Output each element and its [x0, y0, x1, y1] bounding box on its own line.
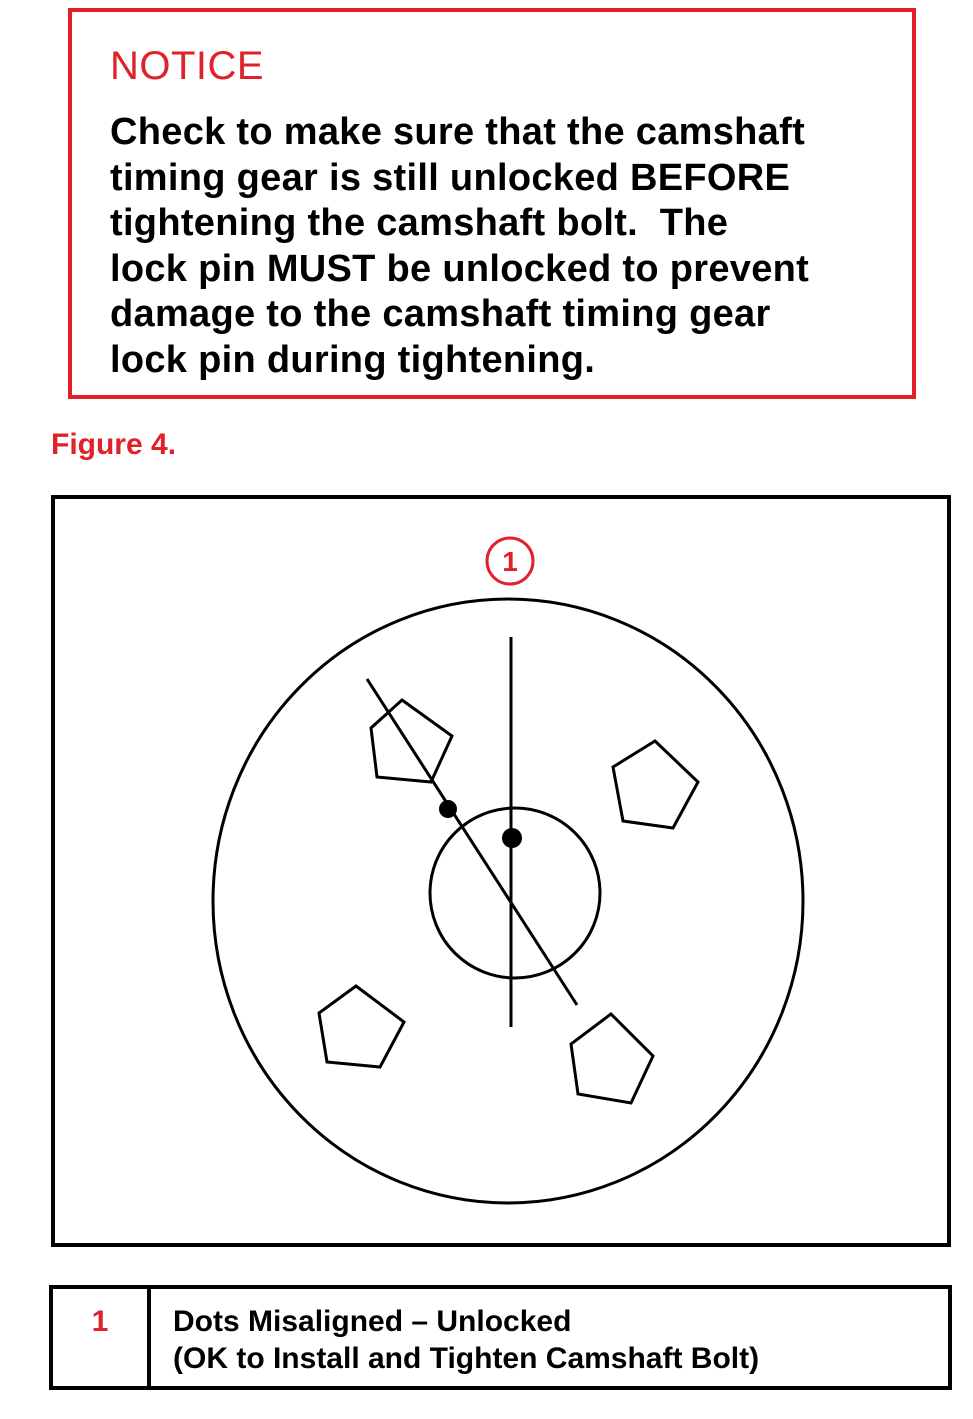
notice-title: NOTICE — [110, 44, 265, 88]
legend-line-1: Dots Misaligned – Unlocked — [173, 1305, 572, 1338]
figure-frame: 1 — [51, 495, 951, 1247]
notice-body: Check to make sure that the camshaft tim… — [110, 110, 910, 384]
legend-number-cell: 1 — [53, 1289, 151, 1386]
notice-line: Check to make sure that the camshaft — [110, 111, 806, 153]
timing-dot — [502, 828, 522, 848]
notice-line: tightening the camshaft bolt. The — [110, 202, 729, 245]
legend-line-2: (OK to Install and Tighten Camshaft Bolt… — [173, 1342, 760, 1375]
notice-line: lock pin MUST be unlocked to prevent — [110, 247, 810, 290]
gear-hub-circle — [428, 806, 602, 980]
notice-line: lock pin during tightening. — [110, 338, 596, 381]
callout-circle — [485, 536, 535, 586]
pentagon-hole — [611, 739, 700, 830]
pentagon-hole — [369, 698, 454, 784]
camshaft-gear-diagram: 1 — [211, 536, 805, 1205]
notice-box: NOTICE Check to make sure that the camsh… — [68, 8, 916, 399]
pentagon-hole — [569, 1012, 655, 1105]
timing-dot — [439, 800, 457, 818]
gear-outer-circle — [211, 597, 805, 1205]
notice-line: timing gear is still unlocked BEFORE — [110, 156, 791, 199]
legend-table: 1 Dots Misaligned – Unlocked (OK to Inst… — [49, 1285, 952, 1390]
diagonal-timing-line — [365, 678, 579, 1006]
legend-number: 1 — [91, 1305, 109, 1338]
pentagon-hole — [317, 984, 406, 1069]
legend-description: Dots Misaligned – Unlocked (OK to Instal… — [173, 1303, 759, 1377]
figure-label: Figure 4. — [51, 428, 177, 461]
callout-number: 1 — [502, 546, 518, 577]
notice-line: damage to the camshaft timing gear — [110, 293, 771, 336]
